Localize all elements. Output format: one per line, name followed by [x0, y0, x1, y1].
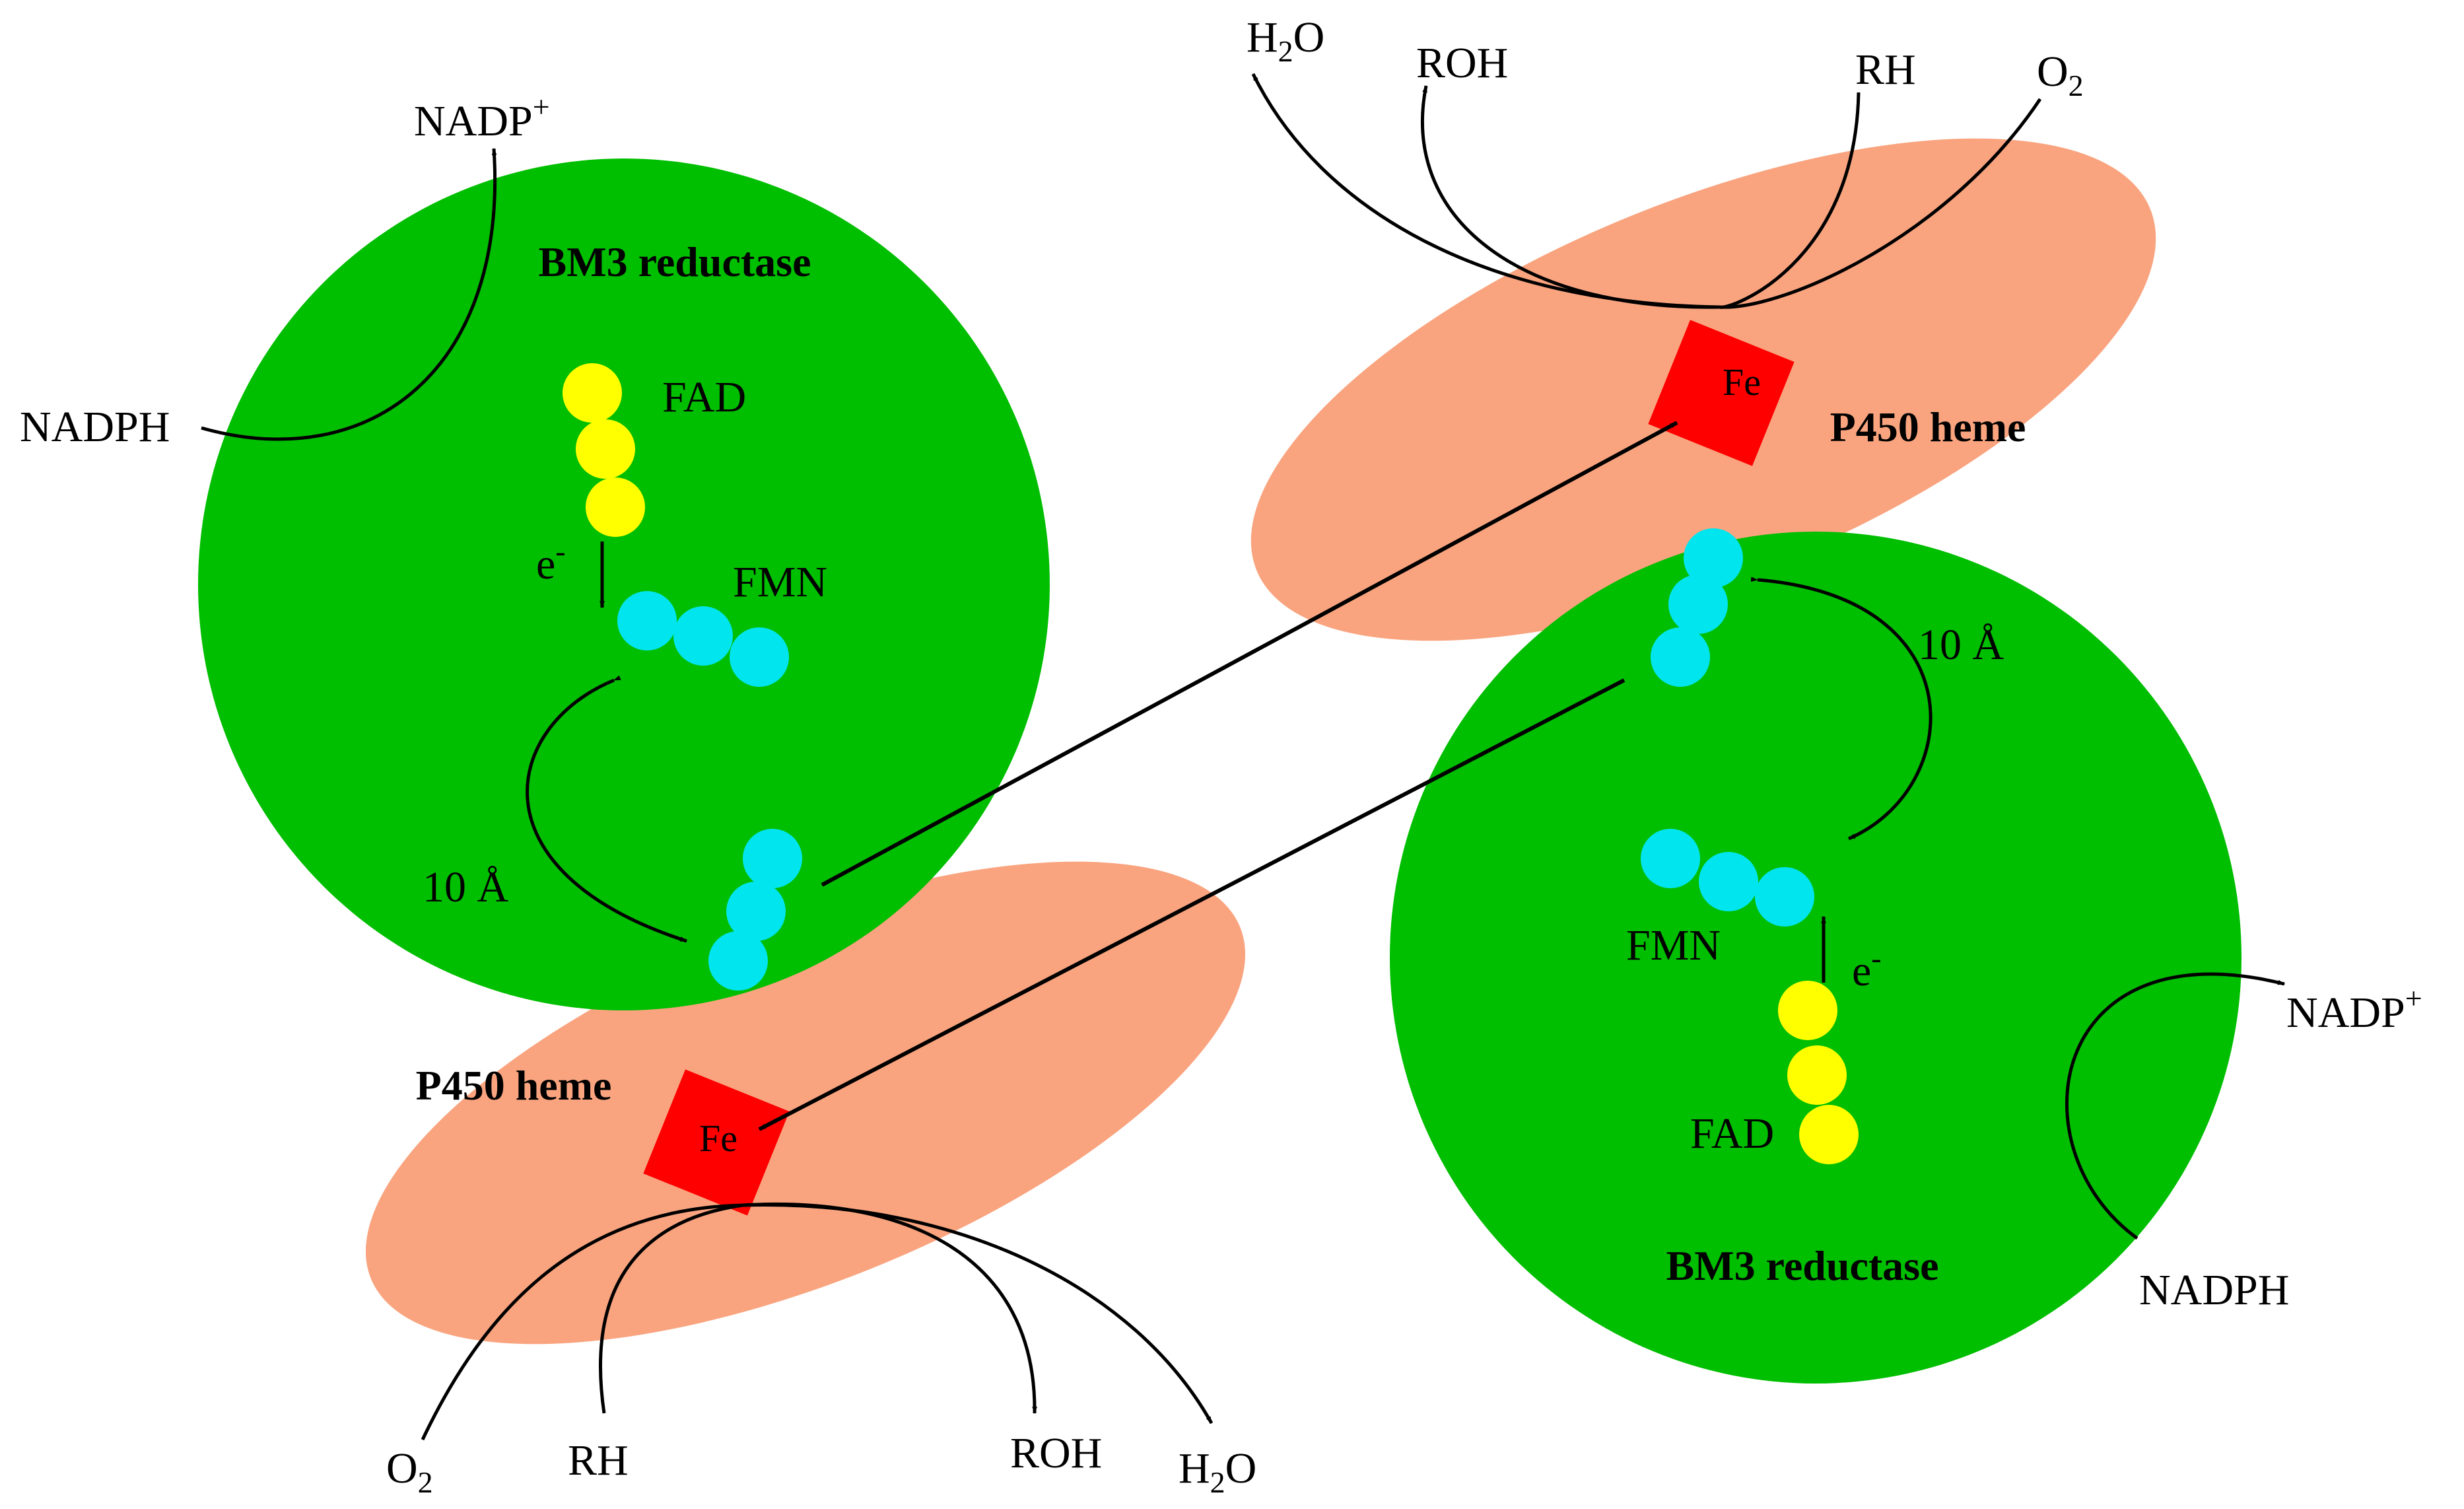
- left-fad-cofactor: [563, 363, 645, 537]
- right-reductase-title: BM3 reductase: [1666, 1242, 1939, 1289]
- right-fmn-cofactor: [1641, 829, 1814, 927]
- left-electron-label: e-: [536, 534, 566, 588]
- bottom-h2o-label: H2O: [1179, 1444, 1256, 1499]
- bottom-heme-iron: [643, 1069, 790, 1216]
- top-h2o-label: H2O: [1247, 13, 1324, 68]
- left-reductase-title: BM3 reductase: [539, 238, 811, 285]
- bottom-h2o-out-arrow: [742, 1203, 1214, 1424]
- bottom-rh-in-curve: [599, 1203, 743, 1414]
- right-nadph-label: NADPH: [2139, 1266, 2289, 1314]
- left-fmn-to-top-heme-arrow: [821, 421, 1678, 887]
- left-nadph-label: NADPH: [20, 403, 170, 451]
- right-distance-label: 10 Å: [1918, 621, 2004, 669]
- left-fmn-docked-cofactor: [708, 829, 802, 991]
- bottom-rh-label: RH: [568, 1436, 629, 1485]
- top-h2o-out-arrow: [1251, 73, 1721, 309]
- top-heme-title: P450 heme: [1830, 404, 2026, 450]
- right-electron-label: e-: [1852, 941, 1882, 995]
- bottom-roh-label: ROH: [1010, 1429, 1102, 1477]
- bottom-heme-domain: [365, 861, 1246, 1345]
- top-o2-in-curve: [1719, 98, 2042, 309]
- left-distance-label: 10 Å: [423, 863, 509, 911]
- left-nadp-label: NADP+: [414, 90, 550, 145]
- left-reductase-domain: [198, 158, 1050, 1010]
- top-rh-label: RH: [1855, 46, 1916, 94]
- bottom-o2-in-curve: [421, 1203, 743, 1441]
- right-fad-cofactor: [1778, 981, 1859, 1164]
- left-fmn-cofactor: [617, 591, 789, 687]
- top-o2-label: O2: [2037, 48, 2084, 102]
- bottom-o2-label: O2: [386, 1444, 433, 1499]
- top-heme-iron: [1648, 320, 1795, 466]
- right-fmn-docked-cofactor: [1651, 528, 1743, 687]
- top-heme-fe-label: Fe: [1723, 361, 1761, 404]
- right-fad-label: FAD: [1690, 1109, 1774, 1158]
- right-nadp-label: NADP+: [2286, 981, 2422, 1037]
- right-reductase-domain: [1390, 532, 2242, 1384]
- left-fmn-swing-arrow: [526, 675, 688, 943]
- left-fmn-label: FMN: [733, 558, 827, 606]
- left-fad-label: FAD: [662, 373, 746, 421]
- right-fmn-to-bottom-heme-arrow: [758, 678, 1626, 1131]
- right-nadph-arrow: [2065, 972, 2286, 1240]
- bottom-heme-title: P450 heme: [416, 1062, 612, 1109]
- right-fmn-label: FMN: [1626, 921, 1721, 969]
- left-nadph-arrow: [201, 147, 497, 441]
- right-fmn-swing-arrow: [1750, 577, 1933, 841]
- bottom-heme-fe-label: Fe: [699, 1117, 737, 1160]
- top-roh-label: ROH: [1416, 39, 1508, 87]
